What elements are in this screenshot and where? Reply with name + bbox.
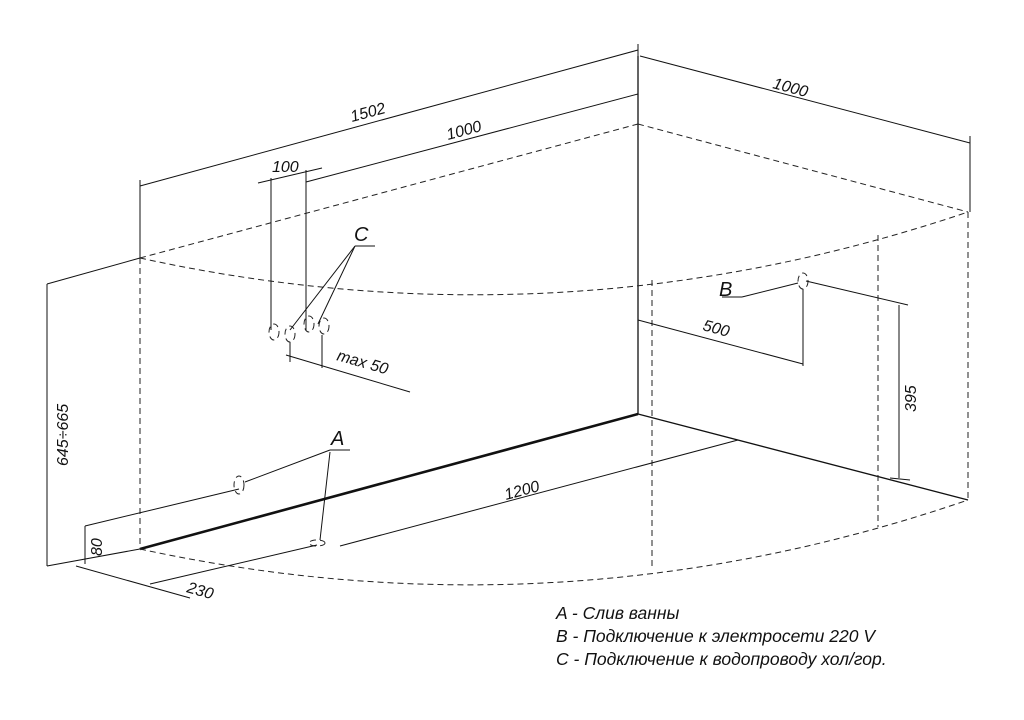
dim-front-length: 1200 bbox=[503, 478, 542, 504]
dim-elec-offset: 500 bbox=[701, 317, 731, 340]
bathtub-outline bbox=[139, 56, 969, 551]
legend-item-water: C - Подключение к водопроводу хол/гор. bbox=[556, 649, 887, 669]
marker-a: A bbox=[330, 428, 344, 450]
marker-b: B bbox=[719, 279, 732, 301]
dim-pipe-spacing: 100 bbox=[272, 159, 299, 176]
top-dimension-lines bbox=[139, 44, 971, 330]
electric-connection bbox=[637, 272, 911, 481]
dim-height-range: 645÷665 bbox=[55, 404, 72, 466]
dim-elec-height: 395 bbox=[903, 385, 920, 412]
dim-drain-height: 80 bbox=[89, 538, 106, 556]
legend-item-electric: B - Подключение к электросети 220 V bbox=[556, 626, 876, 646]
hidden-edges bbox=[139, 123, 969, 586]
legend-item-drain: A - Слив ванны bbox=[556, 603, 680, 623]
dim-drain-offset: 230 bbox=[184, 579, 215, 603]
dim-length-total: 1502 bbox=[349, 100, 388, 126]
dim-depth-side: 1000 bbox=[771, 75, 810, 101]
cold-hot-water-pipes bbox=[268, 245, 411, 393]
drain-connection bbox=[46, 257, 739, 599]
dim-pipe-max: max 50 bbox=[335, 348, 390, 379]
marker-c: C bbox=[354, 224, 369, 246]
